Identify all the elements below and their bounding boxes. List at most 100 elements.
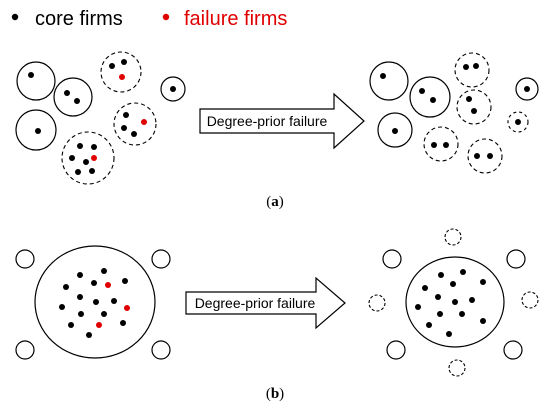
core-firm-dot	[524, 86, 530, 92]
core-firm-dot	[480, 318, 486, 324]
core-firm-dot	[460, 269, 466, 275]
solid-node	[15, 340, 35, 360]
dashed-cluster	[467, 138, 503, 174]
core-firm-dot	[101, 311, 107, 317]
arrow-shape	[185, 276, 346, 330]
core-firm-dot	[64, 90, 70, 96]
core-firm-dot	[78, 311, 84, 317]
core-firm-dot	[121, 125, 127, 131]
legend-core-label: core firms	[35, 8, 123, 30]
dashed-cluster	[61, 131, 115, 185]
solid-node	[382, 249, 402, 269]
core-firm-dot	[120, 320, 126, 326]
core-firm-dot	[121, 59, 127, 65]
dashed-cluster	[113, 102, 157, 146]
core-firm-dot	[91, 280, 97, 286]
dashed-cluster	[507, 111, 529, 133]
core-firm-dot	[480, 279, 486, 285]
panel-a-caption: (a)	[266, 194, 284, 210]
core-firm-dot	[419, 88, 425, 94]
core-firm-dot	[69, 155, 75, 161]
large-cluster	[405, 256, 505, 348]
dashed-cluster	[454, 52, 490, 88]
solid-cluster	[16, 61, 56, 101]
core-firm-dot	[471, 108, 477, 114]
failure-firm-dot	[91, 155, 97, 161]
arrow-label: Degree-prior failure	[207, 113, 328, 129]
solid-cluster	[409, 76, 451, 118]
core-firm-dot	[466, 96, 472, 102]
core-firm-dot	[111, 298, 117, 304]
core-firm-dot	[93, 299, 99, 305]
legend: core firms failure firms	[11, 8, 287, 30]
failure-firm-dot	[96, 322, 102, 328]
core-firm-dot	[392, 128, 398, 134]
core-firm-dot	[438, 272, 444, 278]
core-firm-dot	[426, 322, 432, 328]
legend-failure-label: failure firms	[184, 8, 287, 30]
panel-b-caption: (b)	[266, 386, 284, 402]
core-firm-dot	[435, 294, 441, 300]
failure-firm-dot	[141, 119, 147, 125]
core-firm-dot	[469, 297, 475, 303]
core-firm-dot	[77, 143, 83, 149]
solid-node	[15, 249, 35, 269]
core-firm-dot	[487, 153, 493, 159]
panel-b-before-network	[15, 245, 171, 360]
legend-core-dot	[11, 13, 19, 21]
core-firm-dot	[450, 281, 456, 287]
core-firm-dot	[122, 278, 128, 284]
core-firm-dot	[91, 144, 97, 150]
core-firm-dot	[380, 73, 386, 79]
solid-cluster	[515, 77, 539, 101]
dashed-cluster	[456, 89, 492, 125]
arrow-label: Degree-prior failure	[195, 295, 316, 311]
failure-firm-dot	[119, 74, 125, 80]
core-firm-dot	[443, 142, 449, 148]
solid-cluster	[369, 61, 409, 101]
core-firm-dot	[437, 311, 443, 317]
core-firm-dot	[452, 299, 458, 305]
core-firm-dot	[68, 322, 74, 328]
solid-cluster	[377, 112, 413, 148]
panel-b-arrow: Degree-prior failure	[185, 276, 346, 330]
dashed-node	[448, 359, 466, 377]
core-firm-dot	[474, 153, 480, 159]
solid-cluster	[15, 109, 57, 151]
core-firm-dot	[77, 272, 83, 278]
core-firm-dot	[422, 285, 428, 291]
core-firm-dot	[431, 142, 437, 148]
panel-b: Degree-prior failure	[15, 228, 539, 402]
core-firm-dot	[459, 311, 465, 317]
legend-failure-dot	[162, 13, 170, 21]
core-firm-dot	[63, 284, 69, 290]
panel-a: Degree-prior failure	[15, 51, 539, 210]
core-firm-dot	[75, 169, 81, 175]
core-firm-dot	[415, 304, 421, 310]
dashed-cluster	[423, 126, 459, 162]
solid-node	[151, 249, 171, 269]
solid-node	[503, 340, 523, 360]
panel-a-before-network	[15, 51, 186, 185]
core-firm-dot	[123, 112, 129, 118]
panel-a-after-network	[369, 52, 539, 174]
core-firm-dot	[131, 131, 137, 137]
solid-cluster	[53, 77, 93, 117]
core-firm-dot	[28, 72, 34, 78]
core-firm-dot	[83, 159, 89, 165]
core-firm-dot	[446, 331, 452, 337]
core-firm-dot	[74, 98, 80, 104]
core-firm-dot	[463, 64, 469, 70]
large-cluster	[34, 245, 156, 359]
solid-node	[386, 340, 406, 360]
core-firm-dot	[473, 63, 479, 69]
panel-a-arrow: Degree-prior failure	[199, 92, 365, 150]
core-firm-dot	[35, 128, 41, 134]
core-firm-dot	[89, 168, 95, 174]
core-firm-dot	[109, 63, 115, 69]
solid-node	[151, 340, 171, 360]
core-firm-dot	[430, 97, 436, 103]
solid-cluster	[160, 76, 186, 102]
failure-firm-dot	[124, 305, 130, 311]
